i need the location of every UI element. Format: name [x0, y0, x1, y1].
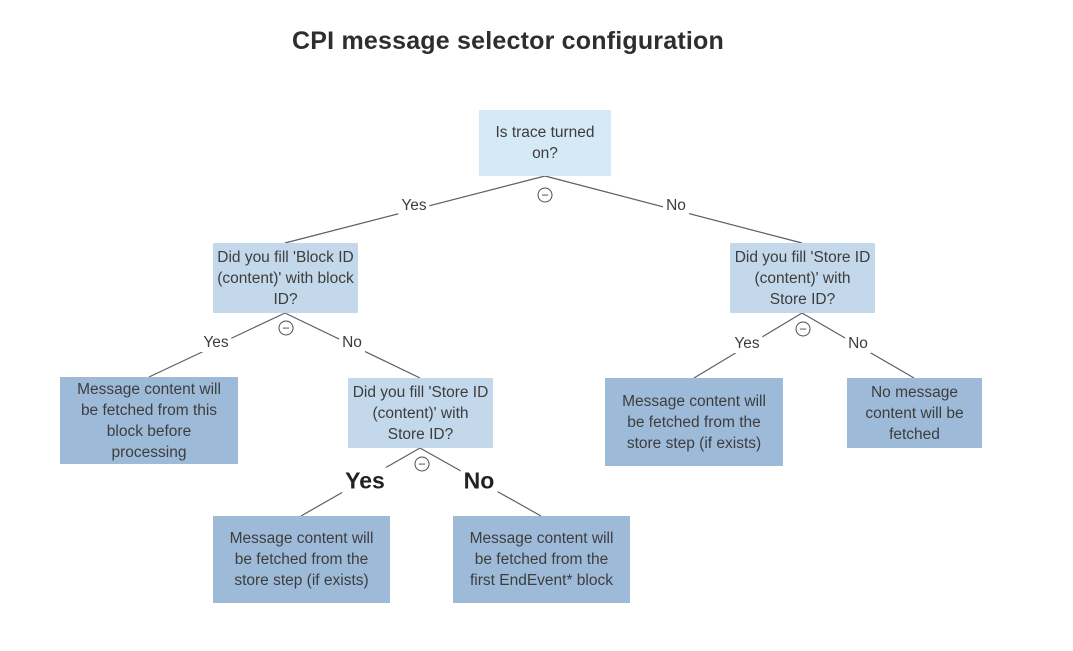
node-no-content-fetched: No message content will be fetched — [847, 378, 982, 448]
edge-label-store-notrace-no: No — [845, 335, 871, 353]
node-block-id-question: Did you fill 'Block ID (content)' with b… — [213, 243, 358, 313]
edge-label-root-no: No — [663, 197, 689, 215]
edge-label-block-no: No — [339, 334, 365, 352]
collapse-minus-icon[interactable]: − — [795, 321, 811, 337]
edge-label-block-yes: Yes — [200, 334, 232, 352]
edge-label-store-trace-no: No — [460, 467, 498, 495]
edge-label-root-yes: Yes — [398, 197, 430, 215]
collapse-minus-icon[interactable]: − — [414, 456, 430, 472]
node-store-id-question-trace: Did you fill 'Store ID (content)' with S… — [348, 378, 493, 448]
node-fetch-from-endevent: Message content will be fetched from the… — [453, 516, 630, 603]
edge-label-store-notrace-yes: Yes — [731, 335, 763, 353]
node-store-id-question-no-trace: Did you fill 'Store ID (content)' with S… — [730, 243, 875, 313]
edge-label-store-trace-yes: Yes — [342, 467, 388, 495]
node-is-trace-on: Is trace turned on? — [479, 110, 611, 176]
collapse-minus-icon[interactable]: − — [537, 187, 553, 203]
collapse-minus-icon[interactable]: − — [278, 320, 294, 336]
node-fetch-from-store-no-trace: Message content will be fetched from the… — [605, 378, 783, 466]
page-title: CPI message selector configuration — [292, 27, 724, 55]
node-fetch-from-store-trace: Message content will be fetched from the… — [213, 516, 390, 603]
node-fetch-from-block: Message content will be fetched from thi… — [60, 377, 238, 464]
